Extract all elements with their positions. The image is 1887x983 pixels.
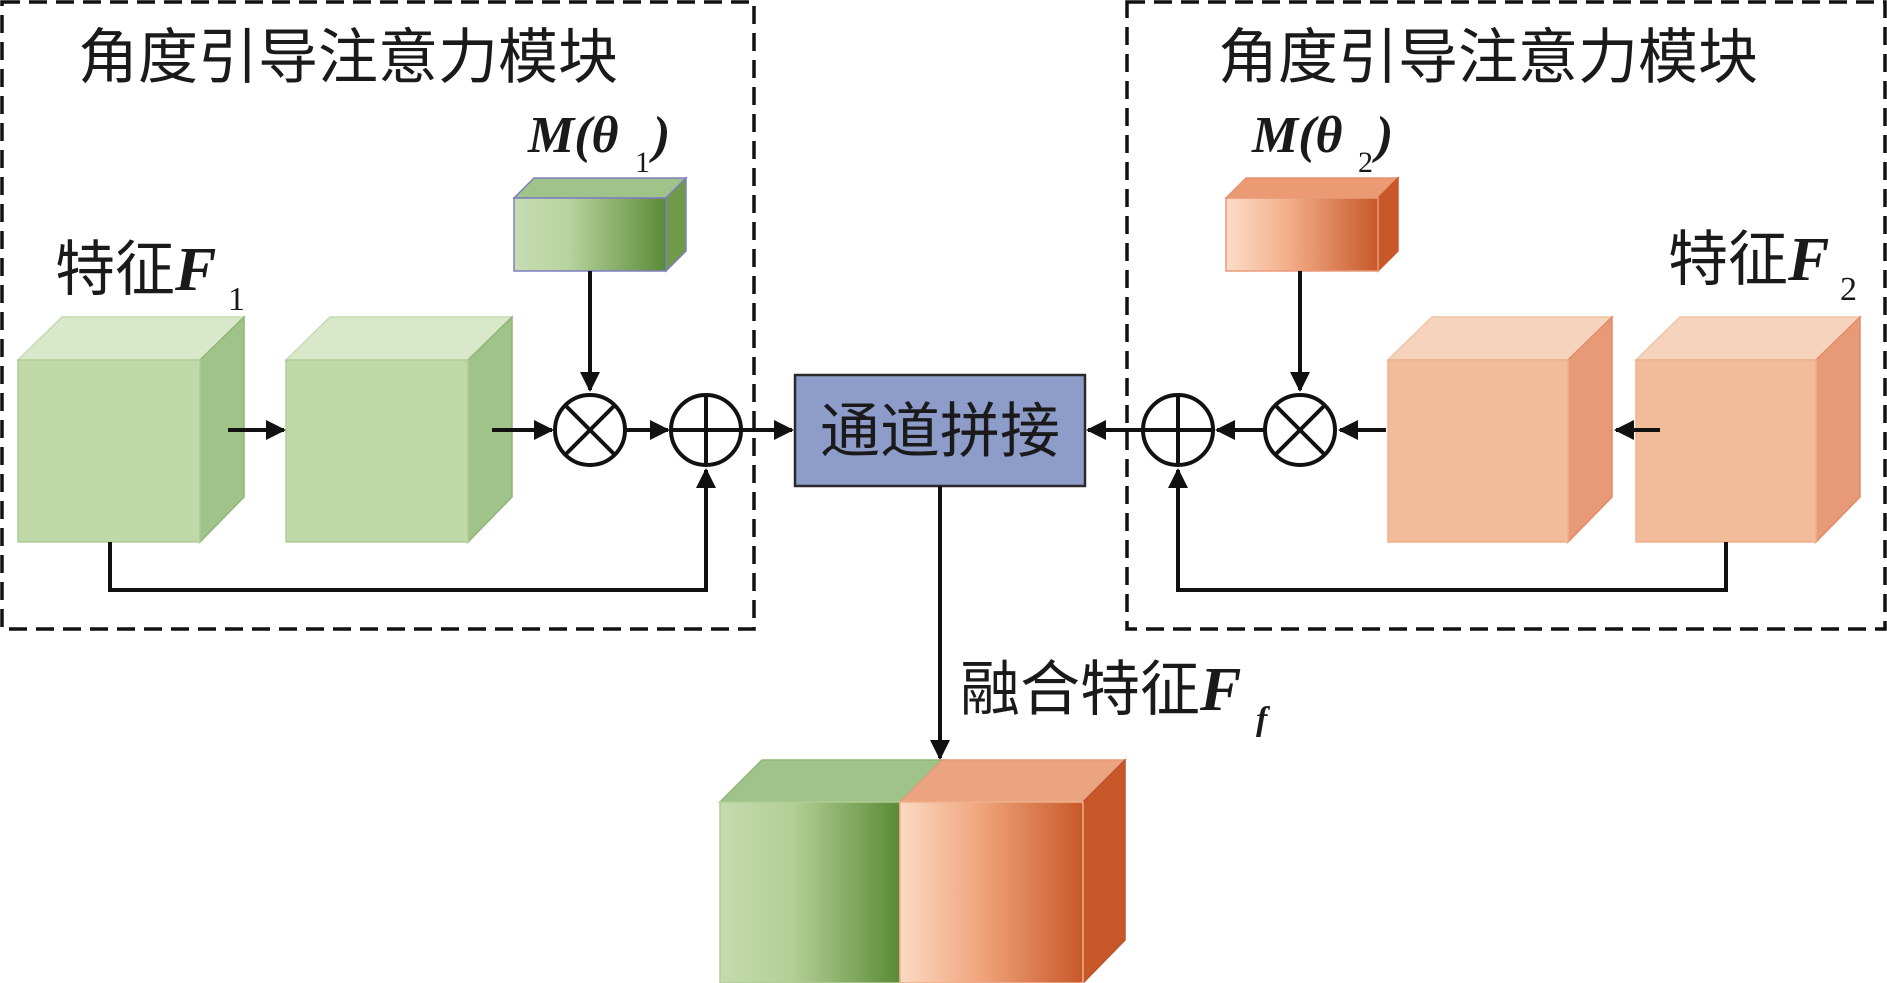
svg-text:2: 2 (1358, 146, 1373, 179)
add-operator-right (1141, 393, 1215, 467)
svg-text:F: F (174, 236, 216, 304)
svg-text:融合特征: 融合特征 (960, 655, 1200, 725)
svg-text:F: F (1787, 226, 1829, 294)
channel-concat-label: 通道拼接 (820, 397, 1060, 467)
right-intermediate-cube (1386, 315, 1614, 544)
svg-text:): ) (1372, 107, 1393, 164)
multiply-operator-right (1263, 393, 1337, 467)
m-theta-1-block (512, 176, 688, 273)
svg-text:f: f (1256, 701, 1271, 738)
svg-text:特征: 特征 (1668, 225, 1788, 295)
m-theta-2-label: M(θ 2 ) (1251, 107, 1393, 179)
feature-f2-label: 特征 F 2 (1668, 225, 1857, 308)
svg-text:M(θ: M(θ (1251, 107, 1343, 164)
residual-path-right (1168, 468, 1728, 592)
feature-f1-label: 特征 F 1 (55, 235, 245, 318)
left-module-title: 角度引导注意力模块 (78, 23, 618, 93)
fused-feature-cube (718, 758, 1127, 983)
svg-text:特征: 特征 (55, 235, 175, 305)
m-theta-2-block (1224, 176, 1400, 273)
channel-concat-box (793, 373, 1087, 488)
feature-f2-cube (1634, 315, 1862, 544)
fused-feature-label: 融合特征 F f (960, 655, 1271, 738)
add-operator-left (669, 393, 743, 467)
left-module-box (0, 0, 756, 631)
right-module-box (1125, 0, 1887, 631)
right-module-title: 角度引导注意力模块 (1218, 23, 1758, 93)
svg-text:M(θ: M(θ (527, 107, 619, 164)
residual-path-left (108, 468, 716, 592)
svg-text:): ) (649, 107, 670, 164)
svg-text:1: 1 (635, 146, 650, 179)
feature-f1-cube (16, 315, 246, 544)
svg-text:1: 1 (228, 281, 245, 318)
m-theta-1-label: M(θ 1 ) (527, 107, 670, 179)
svg-text:2: 2 (1840, 271, 1857, 308)
svg-text:F: F (1199, 656, 1241, 724)
multiply-operator-left (553, 393, 627, 467)
left-intermediate-cube (284, 315, 514, 544)
